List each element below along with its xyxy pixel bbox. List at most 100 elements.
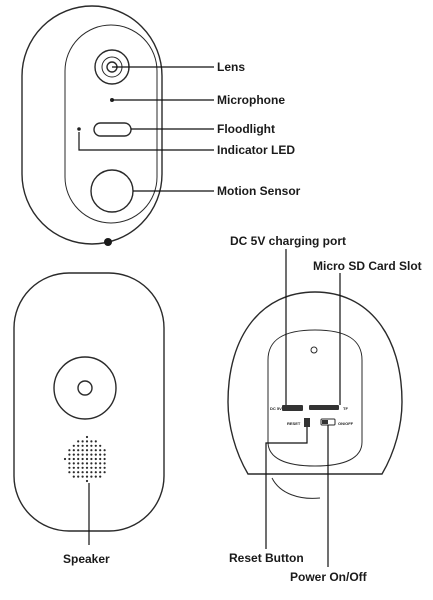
speaker-hole [99, 466, 102, 469]
speaker-hole [77, 444, 80, 447]
speaker-hole [72, 466, 75, 469]
dc-marking: DC 5V [270, 406, 282, 411]
speaker-hole [85, 457, 89, 461]
speaker-hole [94, 475, 97, 478]
speaker-hole [81, 475, 84, 478]
speaker-hole [68, 457, 71, 461]
speaker-hole [77, 471, 80, 474]
speaker-hole [72, 471, 75, 474]
speaker-hole [99, 475, 102, 478]
base-curve [271, 477, 321, 499]
speaker-hole [72, 449, 75, 452]
floodlight-bar [93, 122, 132, 137]
dc-charging-port [282, 405, 303, 411]
speaker-hole [99, 471, 102, 474]
power-label: Power On/Off [290, 570, 368, 584]
speaker-hole [85, 462, 89, 465]
speaker-hole [81, 466, 84, 469]
front-body-outer [21, 5, 163, 245]
speaker-hole [85, 435, 89, 439]
speaker-hole [72, 475, 75, 478]
speaker-hole [77, 462, 80, 465]
tf-marking: TF [343, 406, 348, 411]
speaker-hole [81, 440, 84, 443]
speaker-hole [77, 457, 80, 461]
speaker-hole [77, 453, 80, 456]
camera-bottom-view: DC 5V TF RESET ON/OFF [227, 291, 403, 499]
power-switch-knob [322, 420, 328, 424]
indicator-led-leader [78, 132, 214, 151]
speaker-hole [72, 462, 75, 465]
speaker-hole [68, 466, 71, 469]
reset-marking: RESET [287, 421, 301, 426]
speaker-hole [81, 462, 84, 465]
speaker-hole [94, 440, 97, 443]
speaker-hole [90, 449, 93, 452]
speaker-hole [85, 466, 89, 469]
speaker-hole [90, 475, 93, 478]
speaker-hole [85, 440, 89, 443]
speaker-hole [68, 462, 71, 465]
microphone-label: Microphone [217, 93, 285, 107]
speaker-hole [81, 444, 84, 447]
bottom-body-outer [227, 291, 403, 475]
speaker-grille [63, 435, 106, 483]
speaker-hole [85, 449, 89, 452]
speaker-hole [68, 471, 71, 474]
panel-screw [310, 346, 318, 354]
speaker-hole [81, 449, 84, 452]
motion-sensor-label: Motion Sensor [217, 184, 301, 198]
speaker-hole [99, 462, 102, 465]
speaker-hole [90, 462, 93, 465]
speaker-hole [85, 475, 89, 478]
mount-screw [104, 238, 112, 246]
speaker-hole [85, 471, 89, 474]
motion-sensor-dome [90, 169, 134, 213]
mount-socket-hole [77, 380, 93, 396]
speaker-hole [85, 444, 89, 447]
speaker-hole [94, 453, 97, 456]
speaker-hole [103, 449, 106, 452]
speaker-hole [94, 449, 97, 452]
speaker-hole [99, 444, 102, 447]
front-face-panel [64, 24, 158, 224]
camera-back-view [13, 272, 165, 532]
speaker-hole [94, 471, 97, 474]
speaker-hole [72, 444, 75, 447]
lens-label: Lens [217, 60, 245, 74]
reset-button-label: Reset Button [229, 551, 304, 565]
indicator-led-label: Indicator LED [217, 143, 295, 157]
camera-front-view [21, 5, 163, 246]
speaker-label: Speaker [63, 552, 110, 566]
speaker-hole [99, 453, 102, 456]
speaker-hole [103, 471, 106, 474]
speaker-hole [90, 466, 93, 469]
speaker-hole [94, 457, 97, 461]
speaker-hole [103, 462, 106, 465]
speaker-hole [90, 471, 93, 474]
speaker-hole [68, 453, 71, 456]
speaker-hole [63, 457, 67, 461]
speaker-hole [72, 453, 75, 456]
speaker-hole [81, 453, 84, 456]
speaker-hole [77, 440, 80, 443]
speaker-hole [77, 475, 80, 478]
speaker-hole [103, 457, 106, 461]
reset-button [304, 418, 310, 427]
speaker-hole [90, 444, 93, 447]
speaker-hole [72, 457, 75, 461]
speaker-hole [99, 457, 102, 461]
speaker-hole [103, 453, 106, 456]
speaker-hole [85, 453, 89, 456]
speaker-hole [94, 466, 97, 469]
mount-socket-outer [53, 356, 117, 420]
floodlight-label: Floodlight [217, 122, 275, 136]
micro-sd-slot [309, 405, 339, 410]
speaker-hole [85, 479, 89, 483]
sd-slot-label: Micro SD Card Slot [313, 259, 422, 273]
speaker-hole [81, 471, 84, 474]
speaker-hole [77, 466, 80, 469]
speaker-hole [90, 453, 93, 456]
speaker-hole [90, 440, 93, 443]
